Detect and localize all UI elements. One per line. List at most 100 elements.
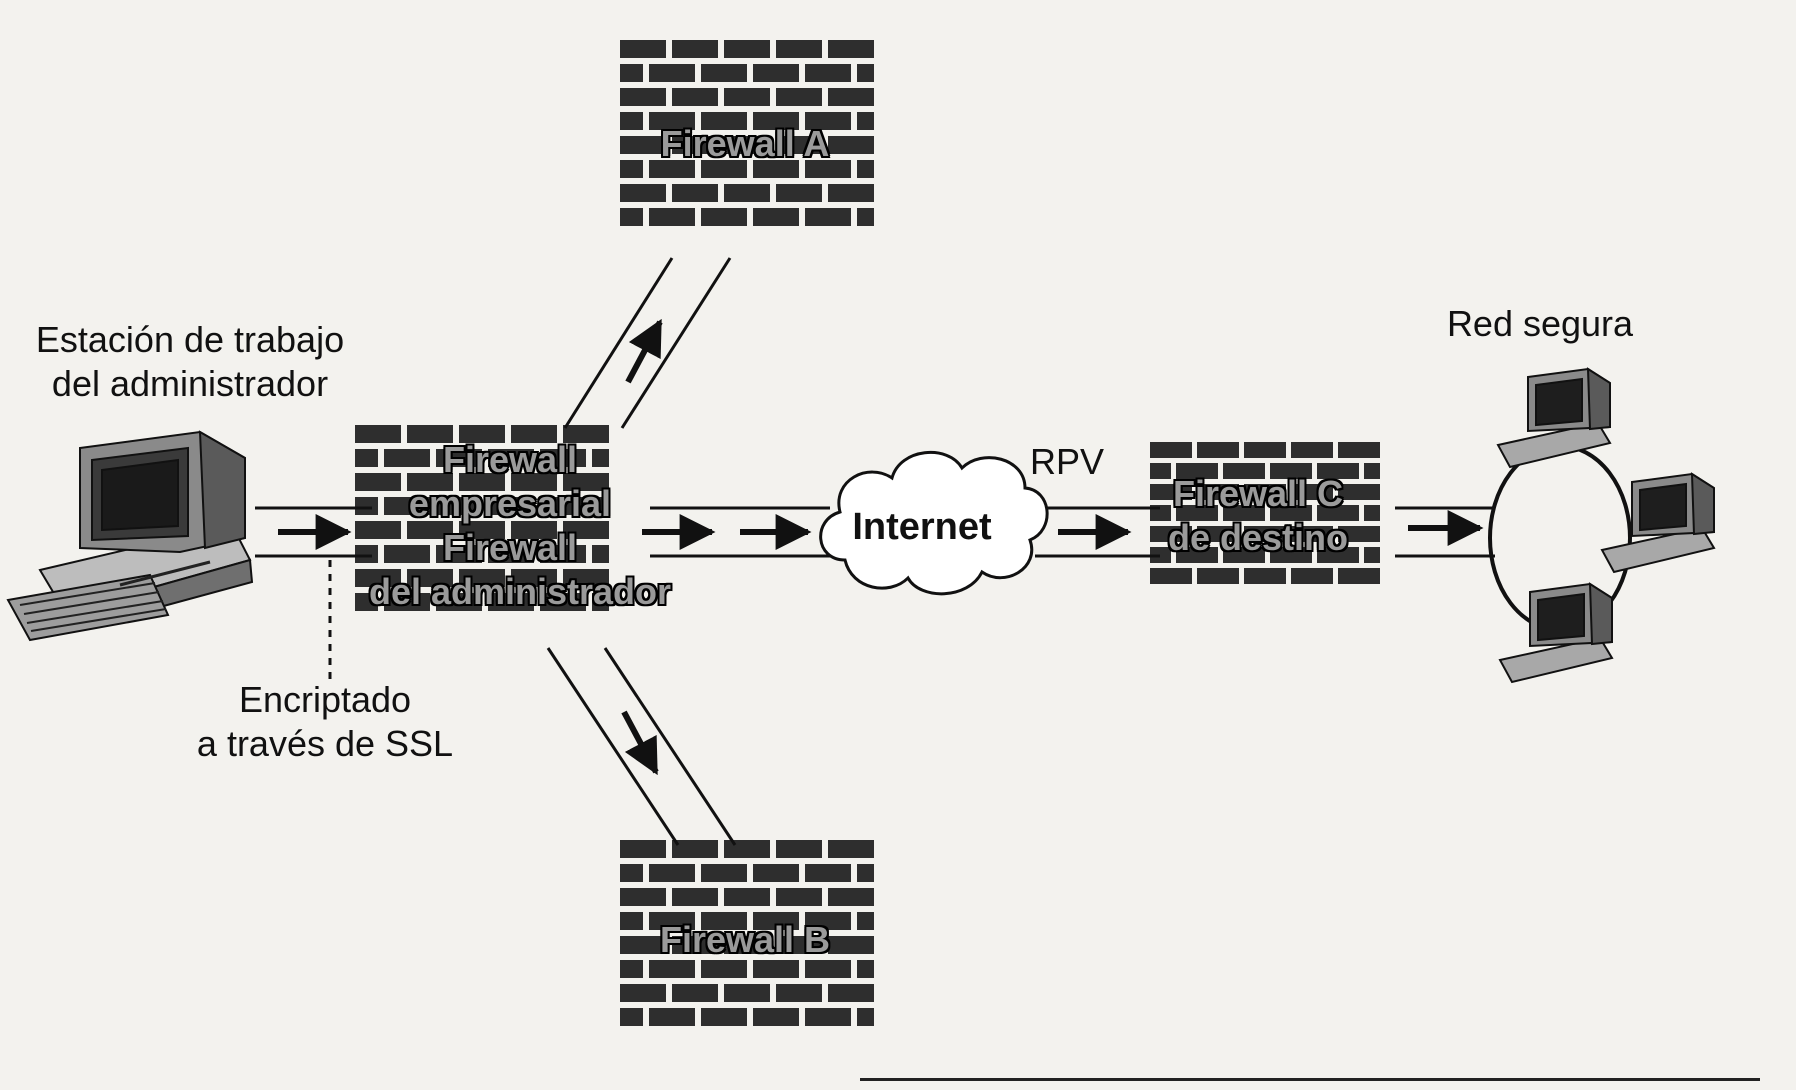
brick	[1197, 484, 1239, 500]
brick	[436, 545, 482, 563]
brick	[1364, 505, 1380, 521]
brick	[724, 888, 770, 906]
brick	[355, 569, 401, 587]
brick	[701, 960, 747, 978]
brick	[1291, 526, 1333, 542]
brick	[620, 936, 666, 954]
brick	[355, 545, 378, 563]
brick	[701, 208, 747, 226]
brick	[724, 984, 770, 1002]
brick	[1338, 568, 1380, 584]
brick	[672, 40, 718, 58]
brick	[355, 497, 378, 515]
brick	[540, 593, 586, 611]
brick	[620, 136, 666, 154]
brick	[620, 64, 643, 82]
brick	[563, 521, 609, 539]
firewall-c-wall-icon	[1150, 442, 1380, 584]
brick	[488, 497, 534, 515]
brick	[776, 888, 822, 906]
brick	[407, 425, 453, 443]
brick	[776, 984, 822, 1002]
brick	[1338, 484, 1380, 500]
brick	[805, 912, 851, 930]
brick	[436, 593, 482, 611]
brick	[1223, 547, 1265, 563]
brick	[857, 912, 874, 930]
brick	[620, 88, 666, 106]
brick	[753, 208, 799, 226]
brick	[724, 40, 770, 58]
arrow-icon	[625, 318, 663, 384]
brick	[384, 545, 430, 563]
brick	[488, 545, 534, 563]
brick	[511, 425, 557, 443]
brick	[1291, 568, 1333, 584]
brick	[407, 569, 453, 587]
workstation-channel	[255, 506, 372, 558]
brick	[620, 1008, 643, 1026]
firewall-c-label: Firewall C de destino	[1128, 472, 1388, 560]
secure-network-channel	[1395, 506, 1495, 558]
brick	[805, 112, 851, 130]
brick	[1197, 568, 1239, 584]
brick	[701, 864, 747, 882]
brick	[828, 184, 874, 202]
networked-computer-icon	[1496, 367, 1612, 469]
brick	[1270, 463, 1312, 479]
brick	[1150, 568, 1192, 584]
brick	[459, 425, 505, 443]
brick	[672, 136, 718, 154]
brick	[1176, 547, 1218, 563]
brick	[620, 864, 643, 882]
brick	[1364, 547, 1380, 563]
brick	[649, 912, 695, 930]
brick	[753, 160, 799, 178]
brick	[649, 64, 695, 82]
brick	[1338, 526, 1380, 542]
brick	[857, 960, 874, 978]
brick	[563, 473, 609, 491]
brick	[1223, 505, 1265, 521]
brick	[1150, 484, 1192, 500]
brick	[857, 160, 874, 178]
enterprise-firewall-label-line2: empresarial	[408, 483, 612, 524]
brick	[1176, 463, 1218, 479]
brick	[1270, 505, 1312, 521]
channel-to-firewall-b	[546, 647, 737, 846]
brick	[672, 888, 718, 906]
brick	[805, 864, 851, 882]
brick	[857, 864, 874, 882]
brick	[828, 840, 874, 858]
brick	[649, 112, 695, 130]
brick	[511, 521, 557, 539]
admin-workstation-label-line2: del administrador	[51, 363, 329, 404]
brick	[620, 912, 643, 930]
brick	[1317, 505, 1359, 521]
brick	[1244, 568, 1286, 584]
brick	[753, 1008, 799, 1026]
networked-computer-icon	[1600, 472, 1716, 574]
brick	[540, 449, 586, 467]
brick	[857, 208, 874, 226]
brick	[355, 425, 401, 443]
vpn-channel	[1035, 506, 1160, 558]
brick	[540, 497, 586, 515]
internet-label: Internet	[852, 506, 992, 548]
brick	[459, 473, 505, 491]
brick	[753, 864, 799, 882]
brick	[701, 160, 747, 178]
brick	[672, 936, 718, 954]
admin-workstation-label: Estación de trabajo del administrador	[0, 318, 380, 406]
brick	[355, 449, 378, 467]
brick	[776, 40, 822, 58]
brick	[672, 840, 718, 858]
brick	[649, 960, 695, 978]
brick	[649, 864, 695, 882]
brick	[488, 449, 534, 467]
ssl-encryption-label-line1: Encriptado	[238, 679, 412, 720]
brick	[1150, 463, 1171, 479]
enterprise-firewall-label: Firewall empresarial Firewall del admini…	[300, 438, 720, 614]
